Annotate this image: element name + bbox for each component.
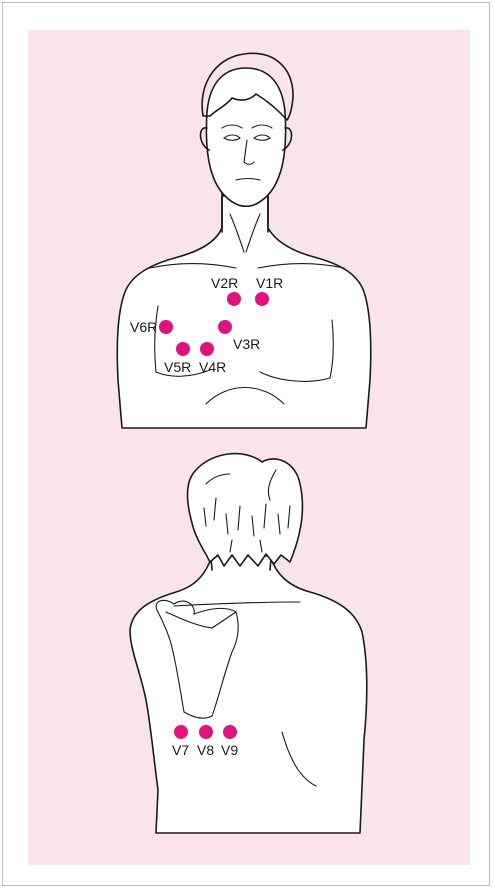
label-v8: V8 xyxy=(197,742,214,758)
electrode-v3r xyxy=(218,320,232,334)
electrode-v2r xyxy=(227,292,241,306)
electrode-v1r xyxy=(255,292,269,306)
electrode-v5r xyxy=(176,342,190,356)
label-v2r: V2R xyxy=(211,275,238,291)
electrode-v4r xyxy=(200,342,214,356)
electrode-v7 xyxy=(174,725,188,739)
back-torso-outline xyxy=(130,556,367,833)
back-torso-illustration xyxy=(130,454,367,833)
electrode-v8 xyxy=(199,725,213,739)
electrode-v9 xyxy=(223,725,237,739)
front-torso-outline xyxy=(117,196,370,428)
label-v9: V9 xyxy=(221,742,238,758)
back-electrodes: V7 V8 V9 xyxy=(172,725,238,758)
label-v1r: V1R xyxy=(256,275,283,291)
label-v4r: V4R xyxy=(199,359,226,375)
label-v5r: V5R xyxy=(164,359,191,375)
front-head xyxy=(206,68,285,206)
front-torso-illustration xyxy=(117,53,370,428)
label-v6r: V6R xyxy=(130,319,157,335)
label-v7: V7 xyxy=(172,742,189,758)
electrode-v6r xyxy=(159,320,173,334)
label-v3r: V3R xyxy=(233,336,260,352)
